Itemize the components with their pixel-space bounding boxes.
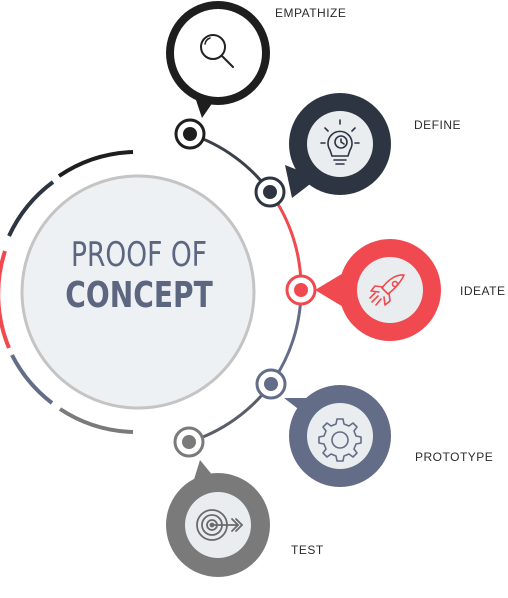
stage-bubble-test — [166, 460, 270, 577]
connector-node-define — [254, 176, 286, 208]
outer-arc-segment — [7, 180, 55, 237]
stage-bubble-ideate — [315, 239, 441, 341]
lightbulb-clock-icon — [320, 119, 360, 165]
center-title-line2: CONCEPT — [65, 275, 213, 316]
center-title: PROOF OF CONCEPT — [19, 238, 259, 314]
stage-bubble-define — [285, 93, 391, 198]
rocket-icon — [369, 274, 405, 306]
connector-node-prototype — [255, 368, 287, 400]
stage-label-test: TEST — [291, 543, 324, 557]
outer-arc-segment — [57, 150, 134, 178]
target-icon — [196, 509, 244, 541]
stage-label-ideate: IDEATE — [460, 284, 506, 298]
connector-node-ideate — [285, 274, 317, 306]
outer-arc-ring — [0, 150, 134, 434]
stage-label-prototype: PROTOTYPE — [415, 450, 494, 464]
stage-bubble-prototype — [284, 385, 391, 487]
outer-arc-segment — [0, 250, 11, 349]
gear-icon — [318, 418, 362, 462]
connector-node-empathize — [174, 118, 206, 150]
center-title-line1: PROOF OF — [71, 235, 207, 275]
connector-node-test — [173, 426, 205, 458]
outer-arc-segment — [10, 354, 54, 405]
stage-bubble-empathize — [166, 1, 270, 118]
search-icon — [200, 34, 234, 68]
stage-label-empathize: EMPATHIZE — [275, 6, 347, 20]
stage-label-define: DEFINE — [414, 118, 462, 132]
outer-arc-segment — [58, 407, 134, 434]
center-circle — [20, 174, 256, 410]
